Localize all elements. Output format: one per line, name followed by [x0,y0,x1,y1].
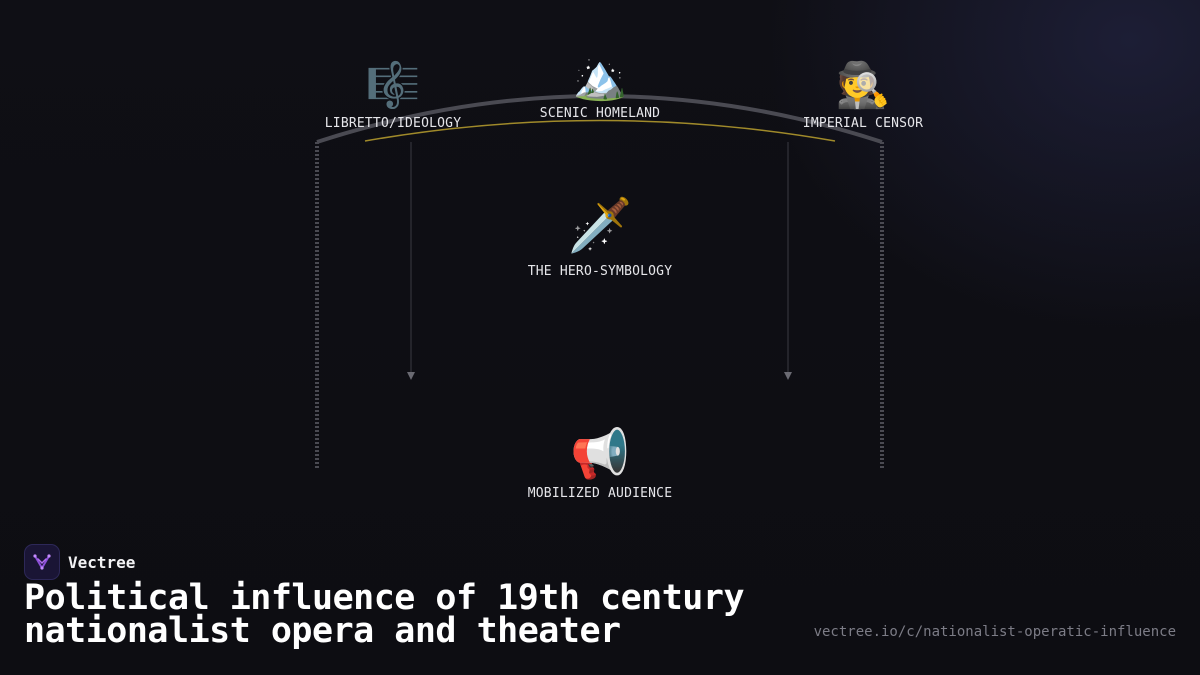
node-scenic-homeland: 🏔️ SCENIC HOMELAND [539,52,661,122]
page-title: Political influence of 19th century nati… [24,578,745,651]
detective-icon: 🕵️ [835,60,891,111]
tree-logo-icon [33,554,51,570]
node-libretto-ideology: 🎼 LIBRETTO/IDEOLOGY [324,60,462,132]
musical-score-icon: 🎼 [365,60,421,111]
node-label: SCENIC HOMELAND [539,106,661,121]
mountain-icon: 🏔️ [572,52,628,103]
accent-arc [364,119,836,142]
arrow-head-left [407,372,415,380]
dagger-icon: 🗡️ [567,196,633,256]
vectree-logo-icon [24,544,60,580]
node-label: LIBRETTO/IDEOLOGY [324,116,462,131]
node-label: IMPERIAL CENSOR [802,116,924,131]
arrow-head-right [784,372,792,380]
proscenium-arch [316,94,883,144]
brand[interactable]: Vectree [24,544,135,580]
brand-name: Vectree [68,552,136,572]
node-label: MOBILIZED AUDIENCE [527,486,673,501]
node-imperial-censor: 🕵️ IMPERIAL CENSOR [802,60,924,132]
megaphone-icon: 📢 [570,426,630,482]
node-mobilized-audience: 📢 MOBILIZED AUDIENCE [528,430,672,501]
source-url[interactable]: vectree.io/c/nationalist-operatic-influe… [813,624,1176,640]
node-label: THE HERO-SYMBOLOGY [527,264,673,279]
node-hero-symbology: 🗡️ THE HERO-SYMBOLOGY [528,200,672,279]
